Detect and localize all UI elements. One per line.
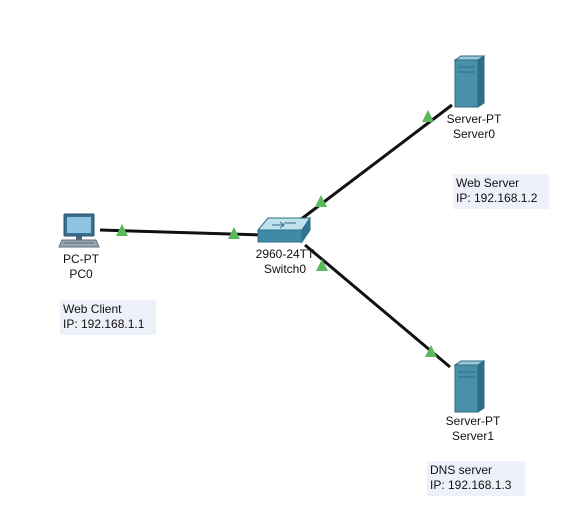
switch0-model: 2960-24TT bbox=[255, 247, 315, 261]
switch0-name: Switch0 bbox=[263, 262, 307, 276]
web-server-ip: IP: 192.168.1.2 bbox=[456, 191, 538, 205]
server0-model: Server-PT bbox=[446, 112, 502, 126]
pc0-label: PC-PT PC0 bbox=[58, 252, 104, 282]
link-up-indicator-pc0-side bbox=[116, 224, 128, 236]
dns-server-ip: IP: 192.168.1.3 bbox=[430, 478, 512, 492]
server1-model: Server-PT bbox=[445, 414, 501, 428]
dns-server-note[interactable]: DNS server IP: 192.168.1.3 bbox=[427, 461, 525, 496]
web-server-note[interactable]: Web Server IP: 192.168.1.2 bbox=[453, 174, 549, 209]
server1-label: Server-PT Server1 bbox=[438, 414, 508, 444]
link-up-indicator-switch0-pc-side bbox=[228, 227, 240, 239]
server0-name: Server0 bbox=[452, 127, 496, 141]
link-switch0-server0[interactable] bbox=[299, 103, 453, 222]
server-icon[interactable] bbox=[453, 55, 486, 108]
switch-icon[interactable] bbox=[256, 216, 311, 244]
pc0-model: PC-PT bbox=[63, 252, 99, 266]
dns-server-role: DNS server bbox=[430, 463, 493, 477]
web-client-role: Web Client bbox=[63, 302, 122, 316]
server1-name: Server1 bbox=[451, 429, 495, 443]
link-up-indicator-server0-side bbox=[422, 110, 434, 122]
server-icon[interactable] bbox=[453, 360, 486, 413]
link-up-indicator-server1-side bbox=[425, 345, 437, 357]
link-switch0-server1[interactable] bbox=[304, 243, 451, 369]
pc-icon[interactable] bbox=[58, 213, 100, 248]
link-up-indicator-switch0-server1-side bbox=[316, 259, 328, 271]
pc0-name: PC0 bbox=[69, 267, 93, 281]
web-client-ip: IP: 192.168.1.1 bbox=[63, 317, 145, 331]
web-client-note[interactable]: Web Client IP: 192.168.1.1 bbox=[60, 300, 156, 335]
web-server-role: Web Server bbox=[456, 176, 520, 190]
link-up-indicator-switch0-server0-side bbox=[315, 195, 327, 207]
server0-label: Server-PT Server0 bbox=[439, 112, 509, 142]
switch0-label: 2960-24TT Switch0 bbox=[252, 247, 318, 277]
